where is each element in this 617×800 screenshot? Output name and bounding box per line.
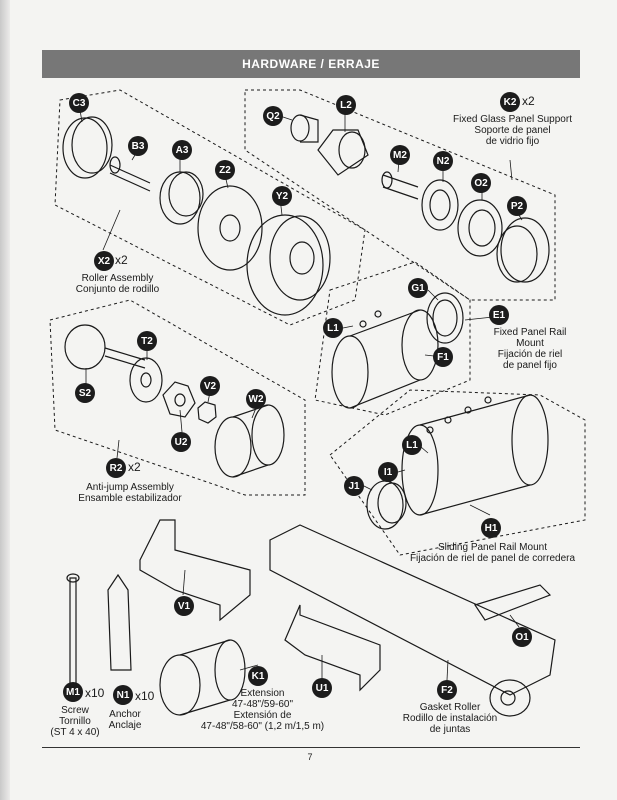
badge-r2: R2 xyxy=(106,458,126,478)
badge-s2: S2 xyxy=(75,383,95,403)
badge-k2: K2 xyxy=(500,92,520,112)
fixed-rail-mount-outline xyxy=(314,261,471,416)
page-number: 7 xyxy=(307,752,313,762)
badge-b3: B3 xyxy=(128,136,148,156)
anti-jump-outline xyxy=(49,299,306,496)
sliding-rail-mount-outline xyxy=(329,389,586,556)
badge-u1: U1 xyxy=(312,678,332,698)
badge-n2: N2 xyxy=(433,151,453,171)
label-sliding-rail-mount: Sliding Panel Rail Mount Fijación de rie… xyxy=(409,542,576,564)
badge-v1: V1 xyxy=(174,596,194,616)
badge-f2: F2 xyxy=(437,680,457,700)
leader-lines xyxy=(79,109,523,681)
anti-jump-parts xyxy=(64,324,285,478)
fixed-glass-support-outline xyxy=(244,89,556,301)
roller-assembly-outline xyxy=(54,89,366,326)
footer-rule xyxy=(42,747,580,748)
qty-m1: x10 xyxy=(85,686,105,700)
badge-t2: T2 xyxy=(137,331,157,351)
badge-n1: N1 xyxy=(113,685,133,705)
badge-h1: H1 xyxy=(481,518,501,538)
badge-g1: G1 xyxy=(408,278,428,298)
label-anchor: Anchor Anclaje xyxy=(108,709,142,731)
badge-l1-sliding: L1 xyxy=(402,435,422,455)
badge-v2: V2 xyxy=(200,376,220,396)
badge-f1: F1 xyxy=(433,347,453,367)
roller-assembly-parts xyxy=(62,116,331,316)
badge-z2: Z2 xyxy=(215,160,235,180)
fixed-rail-mount-parts xyxy=(331,292,464,409)
qty-x2: x2 xyxy=(115,253,128,267)
label-extension: Extension 47-48"/59-60" Extensión de 47-… xyxy=(200,688,325,732)
badge-x2: X2 xyxy=(94,251,114,271)
page-binding-edge xyxy=(0,0,10,800)
badge-m1: M1 xyxy=(63,682,83,702)
badge-w2: W2 xyxy=(246,389,266,409)
badge-q2: Q2 xyxy=(263,106,283,126)
qty-r2: x2 xyxy=(128,460,141,474)
badge-l1-fixed: L1 xyxy=(323,318,343,338)
badge-y2: Y2 xyxy=(272,186,292,206)
qty-k2: x2 xyxy=(522,94,535,108)
group-outlines xyxy=(49,89,586,556)
badge-o1: O1 xyxy=(512,627,532,647)
badge-i1: I1 xyxy=(378,462,398,482)
badge-k1: K1 xyxy=(248,666,268,686)
label-roller-assembly: Roller Assembly Conjunto de rodillo xyxy=(75,273,160,295)
sliding-rail-mount-parts xyxy=(366,394,549,530)
label-screw: Screw Tornillo (ST 4 x 40) xyxy=(50,705,100,738)
label-fixed-rail-mount: Fixed Panel Rail Mount Fijación de riel … xyxy=(493,327,567,371)
section-title: HARDWARE / ERRAJE xyxy=(242,57,380,71)
badge-l2: L2 xyxy=(336,95,356,115)
section-header: HARDWARE / ERRAJE xyxy=(42,50,580,78)
badge-u2: U2 xyxy=(171,432,191,452)
badge-m2: M2 xyxy=(390,145,410,165)
label-gasket-roller: Gasket Roller Rodillo de instalación de … xyxy=(402,702,498,735)
qty-n1: x10 xyxy=(135,689,155,703)
fixed-glass-support-parts xyxy=(290,114,550,283)
badge-p2: P2 xyxy=(507,196,527,216)
badge-c3: C3 xyxy=(69,93,89,113)
badge-a3: A3 xyxy=(172,140,192,160)
badge-o2: O2 xyxy=(471,173,491,193)
label-fixed-glass-support: Fixed Glass Panel Support Soporte de pan… xyxy=(453,114,572,147)
label-anti-jump: Anti-jump Assembly Ensamble estabilizado… xyxy=(78,482,182,504)
badge-e1: E1 xyxy=(489,305,509,325)
badge-j1: J1 xyxy=(344,476,364,496)
